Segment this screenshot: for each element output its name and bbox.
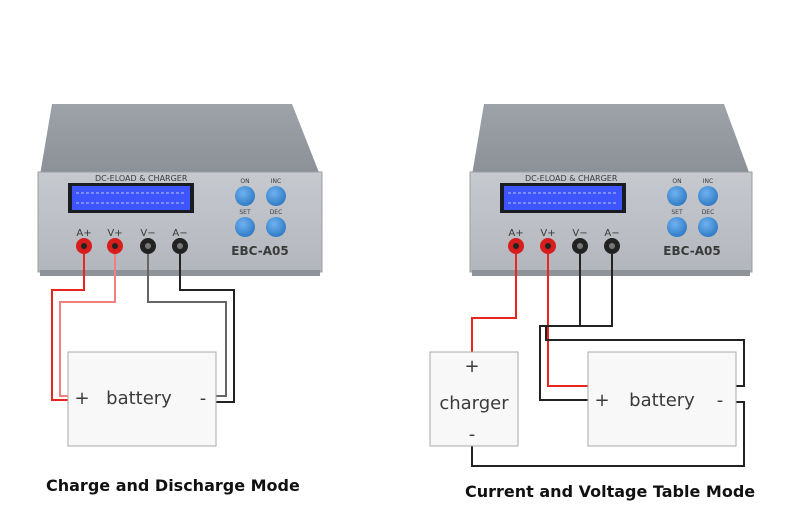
terminal-a-minus[interactable] [172, 238, 188, 254]
charger-minus: - [469, 424, 476, 445]
model-label: EBC-A05 [663, 244, 720, 258]
black-wire-a-minus [539, 254, 613, 401]
charger: + charger - [429, 351, 519, 447]
terminal-label-a-plus: A+ [508, 228, 523, 239]
device-header-text: DC-ELOAD & CHARGER [95, 174, 188, 183]
terminal-a-plus[interactable] [76, 238, 92, 254]
terminal-label-a-plus: A+ [76, 228, 91, 239]
terminal-label-a-minus: A− [604, 228, 619, 239]
terminal-label-v-plus: V+ [107, 228, 122, 239]
terminal-label-v-minus: V− [572, 228, 587, 239]
inc-label: INC [271, 178, 281, 185]
dec-button[interactable] [698, 217, 718, 237]
caption-charge-discharge-mode: Charge and Discharge Mode [46, 476, 300, 495]
battery-plus: + [594, 390, 609, 411]
terminal-a-plus[interactable] [508, 238, 524, 254]
model-label: EBC-A05 [231, 244, 288, 258]
terminal-v-minus[interactable] [140, 238, 156, 254]
battery-label: battery [106, 388, 172, 409]
battery-label: battery [629, 390, 695, 411]
on-button[interactable] [235, 186, 255, 206]
on-label: ON [240, 178, 249, 185]
battery-box [587, 351, 737, 447]
inc-button[interactable] [698, 186, 718, 206]
terminal-a-minus[interactable] [604, 238, 620, 254]
set-label: SET [671, 209, 683, 216]
terminal-v-plus[interactable] [107, 238, 123, 254]
charger-box [429, 351, 519, 447]
caption-current-voltage-table-mode: Current and Voltage Table Mode [465, 482, 756, 501]
black-wire-a-minus [179, 254, 235, 403]
charger-plus: + [464, 356, 479, 377]
on-button[interactable] [667, 186, 687, 206]
inc-label: INC [703, 178, 713, 185]
dec-label: DEC [702, 209, 715, 216]
terminal-label-v-plus: V+ [540, 228, 555, 239]
wires-left [51, 254, 235, 403]
device-header-text: DC-ELOAD & CHARGER [525, 174, 618, 183]
lcd-screen [72, 186, 190, 210]
wires-right [471, 254, 745, 467]
dec-button[interactable] [266, 217, 286, 237]
red-wire-v-plus [59, 254, 116, 397]
red-wire-v-plus [547, 254, 588, 387]
battery-minus: - [717, 390, 724, 411]
black-wire-charger-minus [471, 401, 745, 467]
battery-box [67, 351, 217, 447]
red-wire-a-plus [471, 254, 517, 352]
set-button[interactable] [667, 217, 687, 237]
set-label: SET [239, 209, 251, 216]
battery-minus: - [200, 388, 207, 409]
lcd-screen [504, 186, 622, 210]
terminal-v-minus[interactable] [572, 238, 588, 254]
on-label: ON [672, 178, 681, 185]
terminal-v-plus[interactable] [540, 238, 556, 254]
device-right: DC-ELOAD & CHARGER ON INC SET DEC EBC-A0… [469, 104, 753, 276]
battery-right: + battery - [587, 351, 737, 447]
terminal-label-a-minus: A− [172, 228, 187, 239]
black-wire-v-minus [147, 254, 227, 397]
device-top-face [40, 104, 320, 175]
battery-plus: + [74, 388, 89, 409]
terminal-label-v-minus: V− [140, 228, 155, 239]
dec-label: DEC [270, 209, 283, 216]
charger-label: charger [439, 393, 509, 414]
set-button[interactable] [235, 217, 255, 237]
red-wire-a-plus [51, 254, 85, 401]
device-top-face [472, 104, 750, 175]
battery-left: + battery - [67, 351, 217, 447]
inc-button[interactable] [266, 186, 286, 206]
device-left: DC-ELOAD & CHARGER ON INC SET DEC EBC-A0… [37, 104, 323, 276]
